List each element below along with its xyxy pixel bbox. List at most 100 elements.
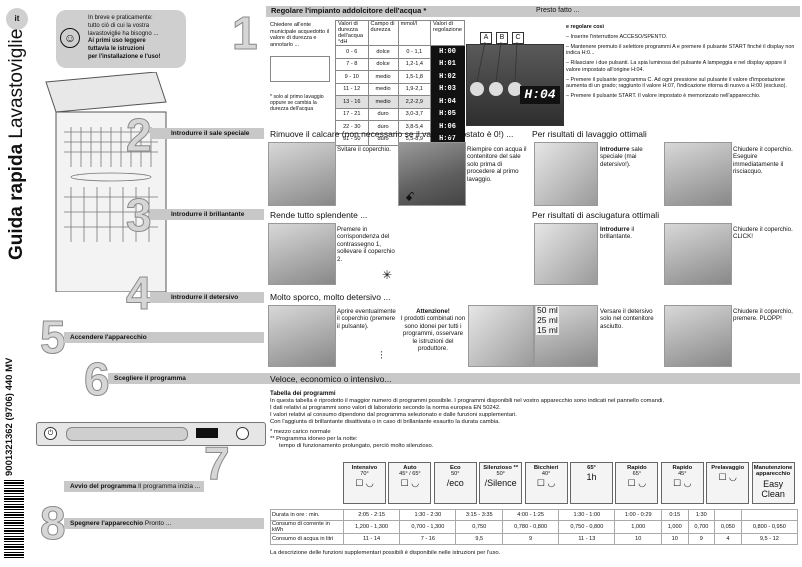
- table-title: Tabella dei programmi: [270, 390, 336, 397]
- program-temp: 65°: [632, 471, 642, 478]
- howto-title: e regolare così: [566, 24, 605, 30]
- prog-p2: I dati relativi ai programmi sono valori…: [270, 404, 501, 411]
- dose-labels: 50 ml 25 ml 15 ml: [536, 305, 559, 336]
- panel-display-small: [196, 428, 218, 438]
- hard-col-header: Campo di durezza: [367, 20, 399, 46]
- deter-photo-2: [468, 305, 534, 367]
- salt-caption-3: Introdurre sale speciale (mai detersivo!…: [600, 146, 643, 168]
- program-name: Rapido: [672, 465, 693, 471]
- salt-photo-4: [664, 142, 732, 206]
- step8-bar: [64, 518, 264, 529]
- side-title: Guida rapida Lavastoviglie: [6, 0, 32, 260]
- sparkle-icon: ✳: [382, 268, 393, 282]
- program-cell: 1:30 - 1:00: [558, 509, 616, 521]
- dose-50: 50 ml: [537, 305, 558, 315]
- program-temp: 45° / 65°: [399, 471, 421, 478]
- deter-photo-4: [664, 305, 732, 367]
- pointer-lines: [476, 41, 518, 83]
- howto-item: – Mantenere premuto il selettore program…: [566, 43, 795, 57]
- program-cell: 11 - 13: [558, 533, 616, 545]
- panel-button-c[interactable]: [508, 82, 522, 96]
- rinse-photo-2: [534, 223, 598, 285]
- program-cell: 10: [614, 533, 662, 545]
- label-c: C: [512, 32, 524, 44]
- presto-fatto: Presto fatto ...: [536, 7, 580, 14]
- program-cell: 1,000: [660, 520, 689, 534]
- hard-col-header: mmol/l: [397, 20, 432, 46]
- program-name: Intensivo: [351, 465, 378, 471]
- label-a: A: [480, 32, 492, 44]
- programs-footer: La descrizione delle funzioni supplement…: [270, 550, 501, 556]
- step6-label: Scegliere il programma: [114, 375, 186, 382]
- prog-n3: tempo di funzionamento prolungato, perci…: [279, 442, 434, 449]
- program-buttons[interactable]: [66, 427, 188, 441]
- prog-p4: Con l'aggiunta di brillantante disattiva…: [270, 418, 500, 425]
- step3-bar: [150, 209, 264, 220]
- softener-note1: Chiedere all'ente municipale acquedotto …: [270, 22, 330, 48]
- softener-note2: * solo al primo lavaggio oppure se cambi…: [270, 94, 324, 113]
- panel-button-b[interactable]: [489, 82, 503, 96]
- step8-number: 8: [40, 497, 67, 549]
- dose-15: 15 ml: [537, 324, 558, 335]
- step7-number: 7: [204, 437, 231, 489]
- programs-heading: Veloce, economico o intensivo...: [270, 374, 392, 384]
- program-name: Silenzioso **: [483, 465, 519, 471]
- program-temp: 40°: [541, 471, 551, 478]
- intro-line5: tuttavia le istruzioni: [88, 46, 145, 53]
- water-icon: ⫶: [380, 350, 383, 362]
- howto-item: – Premere il pulsante programma C. Ad og…: [566, 76, 787, 90]
- program-cell: 9: [687, 533, 716, 545]
- row-label: Consumo di corrente in kWh: [270, 520, 344, 534]
- side-title-bold: Guida rapida: [6, 143, 27, 260]
- step5-label: Accendere l'apparecchio: [70, 334, 147, 341]
- barcode: [4, 478, 24, 558]
- step1-number: 1: [232, 7, 259, 59]
- program-icon: ☐ ◡: [536, 478, 556, 489]
- program-icon: ☐ ◡: [673, 478, 692, 489]
- program-temp: 45°: [678, 471, 687, 478]
- program-name: Eco: [449, 465, 461, 471]
- power-button[interactable]: ⏻: [44, 427, 57, 440]
- howto-item: – Inserire l'interruttore ACCESO/SPENTO.: [566, 33, 668, 40]
- start-button[interactable]: [236, 427, 249, 440]
- program-name: Bicchieri: [533, 465, 559, 471]
- panel-button-a[interactable]: [470, 82, 484, 96]
- program-box: Prelavaggio☐ ◡: [706, 462, 750, 504]
- salt-photo-2: [398, 142, 466, 206]
- program-temp: 50°: [496, 471, 505, 478]
- program-cell: 2:05 - 2:15: [342, 509, 401, 521]
- prog-p1: In questa tabella è riprodotto il maggio…: [270, 397, 665, 404]
- program-icon: Easy Clean: [761, 478, 785, 499]
- step1-title: Regolare l'impianto addolcitore dell'acq…: [271, 6, 427, 15]
- program-box: 65°1h: [570, 462, 613, 504]
- dose-25: 25 ml: [537, 314, 558, 325]
- program-name: Rapido: [627, 465, 647, 471]
- step4-bar: [150, 292, 264, 303]
- program-cell: 7 - 16: [399, 533, 457, 545]
- deter-heading: Molto sporco, molto detersivo ...: [270, 292, 391, 302]
- step1-bar: [266, 6, 800, 17]
- row-label: Consumo di acqua in litri: [270, 533, 344, 545]
- program-cell: 1:30: [687, 509, 716, 521]
- step7-label: Avvio del programma Il programma inizia …: [70, 483, 201, 490]
- program-name: Manutenzione apparecchio: [753, 465, 793, 478]
- intro-line3: lavastoviglie ha bisogno ...: [88, 30, 159, 37]
- program-cell: [740, 509, 799, 521]
- program-icon: /Silence: [484, 478, 517, 489]
- note-box: [270, 56, 330, 82]
- salt-heading: Rimuove il calcare (non necessario se il…: [270, 129, 514, 139]
- step6-number: 6: [84, 353, 111, 405]
- howto: e regolare così – Inserire l'interruttor…: [566, 24, 798, 100]
- program-box: Silenzioso **50°/Silence: [479, 462, 523, 504]
- program-cell: 1,200 - 1,300: [342, 520, 401, 534]
